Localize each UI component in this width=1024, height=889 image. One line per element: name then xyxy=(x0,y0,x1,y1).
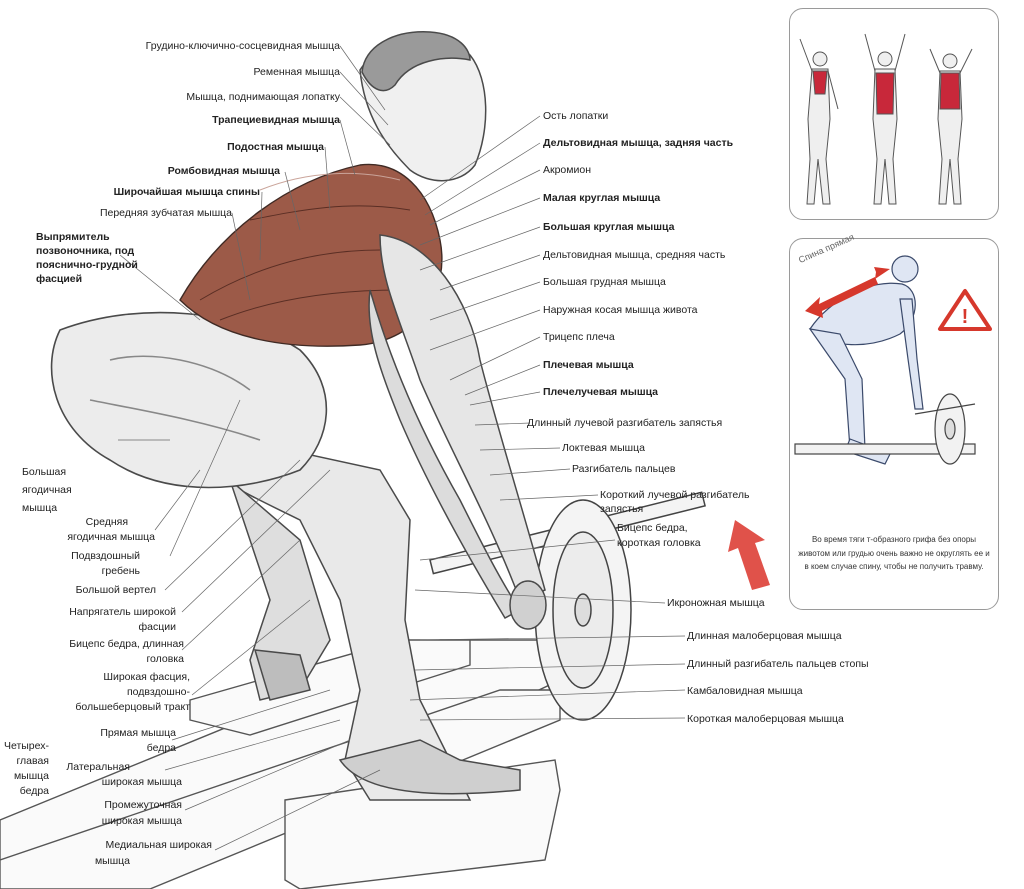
technique-illustration: ! xyxy=(794,255,992,465)
label-sternocleidomastoid: Грудино-ключично-сосцевидная мышца xyxy=(145,40,340,52)
label-trapezius: Трапециевидная мышца xyxy=(212,114,340,126)
label-acromion: Акромион xyxy=(543,164,591,176)
label-gluteus-medius-1: Средняя xyxy=(85,516,128,528)
label-biceps-femoris-long-2: головка xyxy=(146,653,184,665)
label-extensor-digitorum: Разгибатель пальцев xyxy=(572,463,676,475)
label-rectus-femoris-2: бедра xyxy=(146,742,176,754)
label-ext-carpi-radialis-brevis-2: запястья xyxy=(600,503,644,515)
label-iliac-crest-2: гребень xyxy=(101,565,140,577)
head xyxy=(359,31,487,182)
label-vastus-medialis-1: Медиальная широкая xyxy=(105,839,212,851)
label-splenius: Ременная мышца xyxy=(253,66,340,78)
label-biceps-femoris-short-2: короткая головка xyxy=(617,537,701,549)
label-it-band-2: подвздошно- xyxy=(127,686,190,698)
label-vastus-lateralis-2: широкая мышца xyxy=(101,776,182,788)
label-peroneus-longus: Длинная малоберцовая мышца xyxy=(687,630,842,642)
back-muscles xyxy=(179,163,443,347)
label-triceps: Трицепс плеча xyxy=(543,331,615,343)
label-biceps-femoris-long-1: Бицепс бедра, длинная xyxy=(69,638,184,650)
label-external-oblique: Наружная косая мышца живота xyxy=(543,304,698,316)
label-biceps-femoris-short-1: Бицепс бедра, xyxy=(617,522,688,534)
label-erector-spinae-1: Выпрямитель xyxy=(36,231,110,243)
label-ext-carpi-radialis-brevis-1: Короткий лучевой разгибатель xyxy=(600,489,750,501)
label-peroneus-brevis: Короткая малоберцовая мышца xyxy=(687,713,844,725)
label-quadriceps-3: мышца xyxy=(13,770,49,782)
label-vastus-intermedius-1: Промежуточная xyxy=(104,799,182,811)
label-gluteus-maximus-1: Большая xyxy=(22,466,67,478)
label-infraspinatus: Подостная мышца xyxy=(227,141,324,153)
label-pectoralis-major: Большая грудная мышца xyxy=(543,276,666,288)
three-figures-illustration xyxy=(799,33,973,205)
label-rhomboid: Ромбовидная мышца xyxy=(167,165,280,177)
direction-arrow xyxy=(728,520,770,590)
legs xyxy=(148,418,521,801)
technique-caption: Во время тяги т-образного грифа без опор… xyxy=(798,535,990,571)
label-levator-scapulae: Мышца, поднимающая лопатку xyxy=(186,91,340,103)
straight-back-arrow xyxy=(805,267,890,318)
label-vastus-lateralis-1: Латеральная xyxy=(66,761,130,773)
warning-triangle-icon: ! xyxy=(938,289,992,331)
label-brachioradialis: Плечелучевая мышца xyxy=(543,386,659,398)
label-erector-spinae-3: пояснично-грудной xyxy=(36,259,138,271)
label-quadriceps-2: главая xyxy=(16,755,49,767)
label-posterior-deltoid: Дельтовидная мышца, задняя часть xyxy=(543,137,734,149)
label-greater-trochanter: Большой вертел xyxy=(75,584,156,596)
barbell xyxy=(429,491,706,721)
label-quadriceps-1: Четырех- xyxy=(3,740,49,752)
label-iliac-crest-1: Подвздошный xyxy=(71,550,140,562)
label-gluteus-maximus-2: ягодичная xyxy=(22,484,72,496)
label-soleus: Камбаловидная мышца xyxy=(687,685,803,697)
svg-text:!: ! xyxy=(962,306,969,328)
label-tfl-1: Напрягатель широкой xyxy=(69,606,176,618)
technique-warning-panel: ! xyxy=(789,238,999,610)
label-rectus-femoris-1: Прямая мышца xyxy=(100,727,176,739)
label-scapular-spine: Ость лопатки xyxy=(543,110,609,122)
label-teres-major: Большая круглая мышца xyxy=(543,221,675,233)
label-anconeus: Локтевая мышца xyxy=(562,442,645,454)
label-brachialis: Плечевая мышца xyxy=(543,359,634,371)
label-erector-spinae-2: позвоночника, под xyxy=(36,245,135,257)
label-vastus-medialis-2: мышца xyxy=(94,855,130,867)
leader-lines xyxy=(118,45,686,851)
label-latissimus: Широчайшая мышца спины xyxy=(113,186,260,198)
label-ext-carpi-radialis-longus: Длинный лучевой разгибатель запястья xyxy=(527,417,723,429)
arms xyxy=(368,234,547,630)
label-gastrocnemius: Икроножная мышца xyxy=(667,597,765,609)
label-ext-digitorum-longus: Длинный разгибатель пальцев стопы xyxy=(687,658,869,670)
label-quadriceps-4: бедра xyxy=(19,785,49,797)
label-it-band-1: Широкая фасция, xyxy=(103,671,190,683)
label-tfl-2: фасции xyxy=(138,621,176,633)
label-teres-minor: Малая круглая мышца xyxy=(543,192,661,204)
label-vastus-intermedius-2: широкая мышца xyxy=(101,815,182,827)
label-erector-spinae-4: фасцией xyxy=(36,273,83,285)
label-gluteus-medius-2: ягодичная мышца xyxy=(67,531,155,543)
label-serratus-anterior: Передняя зубчатая мышца xyxy=(99,207,232,219)
label-gluteus-maximus-3: мышца xyxy=(22,502,58,514)
label-it-band-3: большеберцовый тракт xyxy=(75,701,190,713)
label-middle-deltoid: Дельтовидная мышца, средняя часть xyxy=(543,249,726,261)
muscle-highlight-panel xyxy=(789,8,999,220)
main-figure-illustration xyxy=(0,31,770,889)
